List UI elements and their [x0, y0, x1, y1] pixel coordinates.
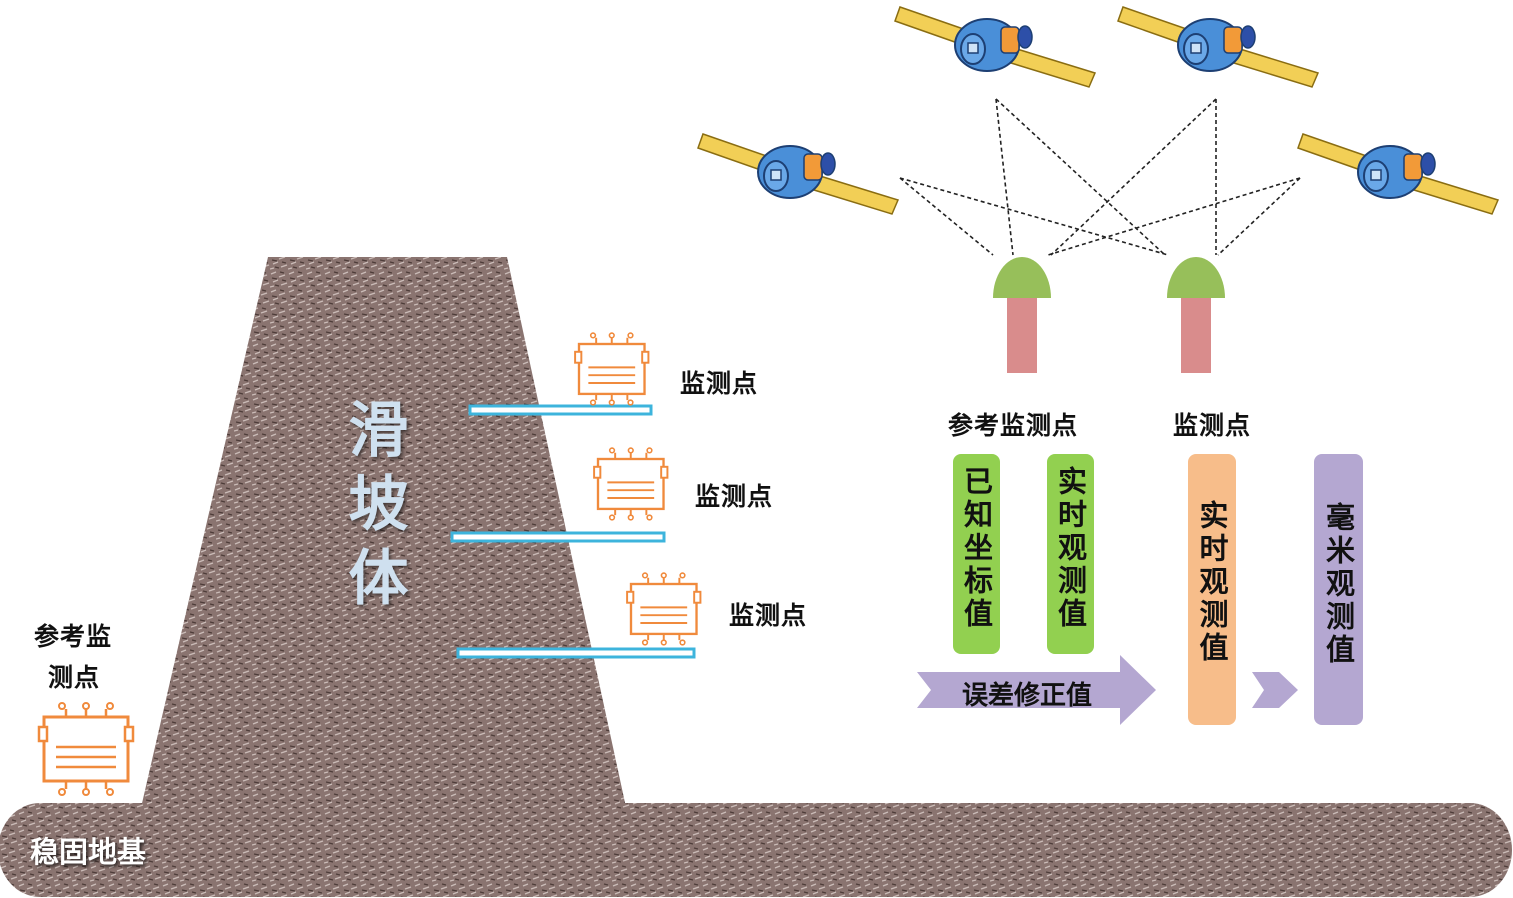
mon-realtime-bar: 实时观测值 — [1188, 454, 1236, 725]
signal-lines — [899, 98, 1301, 256]
satellite-icon — [1117, 6, 1319, 88]
stable-ground-body — [0, 803, 1512, 897]
correction-arrow-label: 误差修正值 — [962, 681, 1093, 711]
satellite-icon — [697, 133, 899, 215]
satellite-icon — [1297, 133, 1499, 215]
slope-point-label-1: 监测点 — [680, 369, 759, 398]
slope-title: 滑坡体 — [338, 398, 408, 620]
small-arrow — [1252, 672, 1298, 708]
slope-point-label-2: 监测点 — [695, 482, 774, 511]
sensor-icon — [37, 701, 135, 797]
sensor-icon — [592, 446, 669, 522]
sensor-icon — [625, 571, 702, 647]
ref-realtime-bar: 实时观测值 — [1047, 454, 1094, 654]
monitor-station-pole — [1181, 295, 1211, 373]
millimeter-bar: 毫米观测值 — [1314, 454, 1363, 725]
monitor-station-dome — [1167, 257, 1225, 298]
satellite-icon — [894, 6, 1096, 88]
sensor-icon — [573, 331, 650, 407]
left-reference-label-line2: 测点 — [48, 663, 101, 692]
ground-title: 稳固地基 — [30, 835, 147, 869]
reference-station-pole — [1007, 295, 1037, 373]
slope-strip-3 — [456, 647, 696, 659]
monitor-station-label: 监测点 — [1173, 411, 1252, 440]
millimeter-text: 毫米观测值 — [1321, 502, 1356, 667]
ref-realtime-text: 实时观测值 — [1053, 466, 1088, 631]
reference-station-dome — [993, 257, 1051, 298]
reference-station-label: 参考监测点 — [948, 411, 1079, 440]
known-coords-text: 已知坐标值 — [959, 466, 994, 631]
slope-strip-1 — [468, 404, 653, 416]
mon-realtime-text: 实时观测值 — [1195, 500, 1229, 665]
slope-point-label-3: 监测点 — [729, 601, 808, 630]
correction-arrow — [917, 655, 1156, 725]
known-coords-bar: 已知坐标值 — [953, 454, 1000, 654]
slope-strip-2 — [450, 531, 666, 543]
landslide-body — [140, 257, 627, 812]
left-reference-label-line1: 参考监 — [34, 622, 113, 651]
